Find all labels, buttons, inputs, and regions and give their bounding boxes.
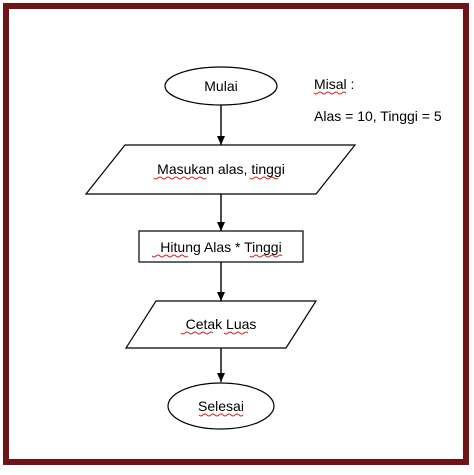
spellcheck-underline-masukan: [153, 176, 207, 180]
output-parallelogram-shape: [124, 300, 318, 349]
spellcheck-underline-hitung: [151, 254, 189, 258]
spellcheck-underline-tinggi-1: [249, 176, 279, 180]
outer-border: [3, 3, 469, 465]
spellcheck-underline-selesai: [198, 413, 244, 417]
note-title: Misal :: [314, 76, 354, 92]
input-node: Masukan alas, tinggi: [84, 144, 357, 195]
note-body: Alas = 10, Tinggi = 5: [314, 108, 442, 124]
start-node: Mulai: [164, 66, 278, 106]
start-terminator-shape: [164, 66, 278, 106]
spellcheck-underline-tinggi-2: [249, 254, 283, 258]
spellcheck-underline-cetak: [180, 331, 214, 335]
start-label: Mulai: [204, 78, 237, 94]
input-label: Masukan alas, tinggi: [157, 161, 285, 177]
spellcheck-underline-luas: [223, 331, 249, 335]
example-note: Misal : Alas = 10, Tinggi = 5: [313, 76, 442, 124]
end-label: Selesai: [198, 398, 244, 414]
end-node: Selesai: [167, 382, 275, 430]
output-node: Cetak Luas: [124, 300, 318, 349]
spellcheck-underline-misal: [313, 91, 347, 95]
end-terminator-shape: [167, 382, 275, 430]
process-node: Hitung Alas * Tinggi: [138, 230, 304, 263]
input-parallelogram-shape: [84, 144, 357, 195]
process-label: Hitung Alas * Tinggi: [160, 239, 281, 255]
output-label: Cetak Luas: [186, 316, 257, 332]
